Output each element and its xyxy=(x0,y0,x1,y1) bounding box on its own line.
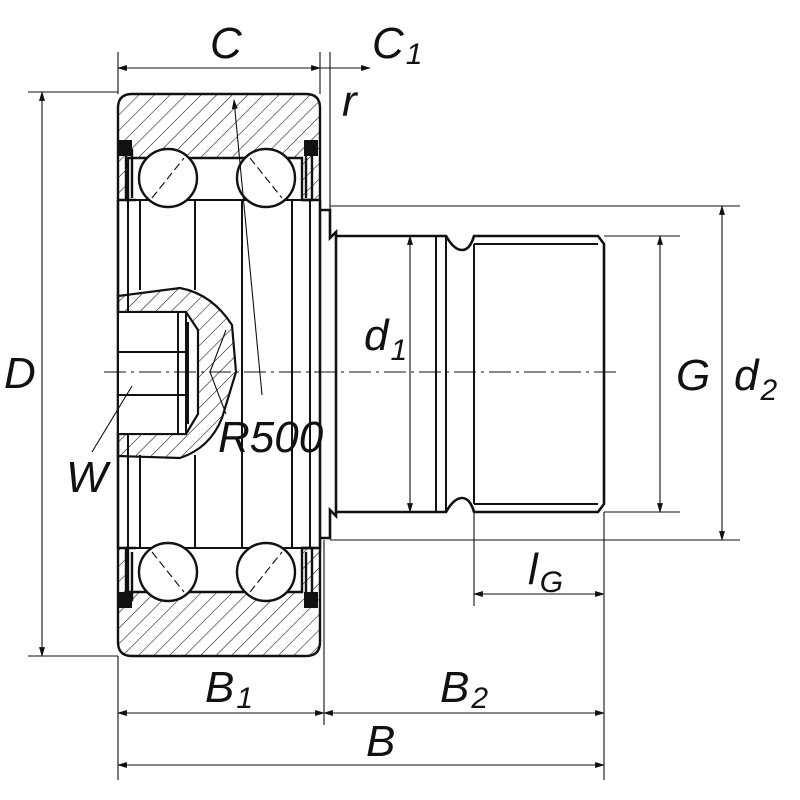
outer-ring-bottom-section xyxy=(116,546,322,658)
label-r: r xyxy=(342,77,359,126)
stud xyxy=(320,208,606,540)
hex-socket-section xyxy=(116,286,238,460)
labels: C C1 r D d1 G d2 R500 W lG B1 B2 B xyxy=(4,19,777,766)
seal-bottom-left-lip xyxy=(118,592,132,608)
dimension-lines xyxy=(39,65,725,768)
leader-W xyxy=(91,385,133,453)
label-d1: d1 xyxy=(364,311,407,367)
label-C: C xyxy=(210,19,243,68)
label-lG: lG xyxy=(528,545,563,599)
label-D: D xyxy=(4,349,36,398)
label-G: G xyxy=(676,351,710,400)
label-d2: d2 xyxy=(734,351,777,407)
balls xyxy=(137,147,297,603)
extension-lines xyxy=(28,52,740,780)
hex-socket-core xyxy=(117,311,187,435)
label-C1: C1 xyxy=(372,19,422,71)
label-W: W xyxy=(66,453,111,502)
stud-collar xyxy=(320,208,338,540)
leader-R500 xyxy=(231,99,263,396)
stud-body xyxy=(336,234,606,514)
label-B: B xyxy=(366,717,395,766)
outer-ring-top-section xyxy=(116,92,322,202)
label-B1: B1 xyxy=(205,663,253,715)
seal-top-right-lip xyxy=(304,140,318,156)
label-R500: R500 xyxy=(218,413,324,462)
seal-top-left-lip xyxy=(118,140,132,156)
label-B2: B2 xyxy=(440,663,488,715)
seal-bottom-right-lip xyxy=(304,592,318,608)
